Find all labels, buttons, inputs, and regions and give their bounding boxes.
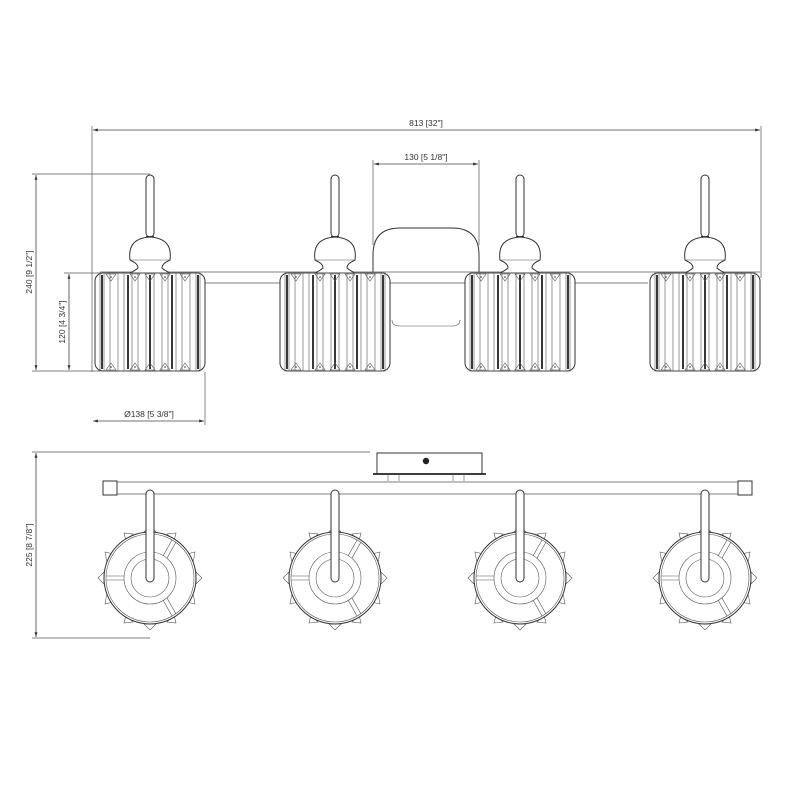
- lamp-front-1: [94, 174, 206, 372]
- mounting-screw-icon: [422, 457, 430, 465]
- shade-diameter-dimension: Ø138 [5 3/8"]: [93, 372, 206, 425]
- lamp-front-2: [279, 174, 391, 372]
- lamp-top-2: [282, 489, 388, 631]
- mounting-plate-top: [373, 452, 486, 481]
- shade-height-label: 120 [4 3/4"]: [57, 300, 67, 343]
- extension-depth-label: 225 [8 7/8"]: [24, 523, 34, 566]
- overall-width-dimension: 813 [32"]: [91, 118, 762, 372]
- shade-height-dimension: 120 [4 3/4"]: [57, 272, 100, 370]
- lamp-top-1: [97, 489, 203, 631]
- extension-depth-dimension: 225 [8 7/8"]: [24, 451, 370, 639]
- lamp-front-4: [649, 174, 761, 372]
- backplate-width-label: 130 [5 1/8"]: [404, 152, 447, 162]
- lamp-front-3: [464, 174, 576, 372]
- overall-width-label: 813 [32"]: [409, 118, 443, 128]
- overall-height-dimension: 240 [9 1/2"]: [24, 173, 150, 372]
- lamp-top-4: [652, 489, 758, 631]
- backplate-width-dimension: 130 [5 1/8"]: [372, 152, 480, 245]
- backplate-front: [372, 227, 480, 327]
- shade-diameter-label: Ø138 [5 3/8"]: [124, 409, 174, 419]
- lamp-top-3: [467, 489, 573, 631]
- overall-height-label: 240 [9 1/2"]: [24, 250, 34, 293]
- crossbar-top: [102, 480, 753, 496]
